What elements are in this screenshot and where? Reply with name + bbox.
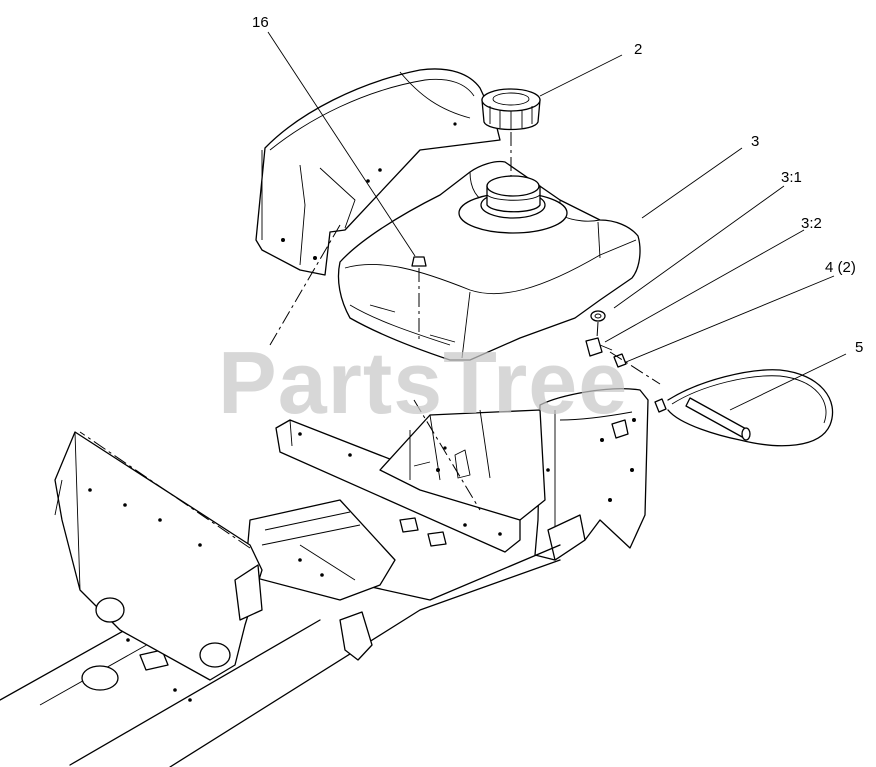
center-frame bbox=[379, 399, 546, 521]
callout-label: 3:2 bbox=[801, 215, 822, 232]
callout-label: 3 bbox=[751, 133, 759, 150]
callout-label: 2 bbox=[634, 41, 642, 58]
callout-labels: 16 2 3 3:1 3:2 4 (2) 5 bbox=[252, 14, 863, 356]
steering-pedestal bbox=[534, 388, 649, 561]
fuel-tank bbox=[337, 160, 641, 361]
hood-cover bbox=[255, 68, 501, 346]
callout-label: 16 bbox=[252, 14, 269, 31]
console-frame bbox=[275, 419, 521, 553]
leader-lines bbox=[267, 31, 847, 411]
bushing-and-fitting bbox=[585, 310, 613, 357]
chassis-frame bbox=[0, 499, 561, 767]
watermark-text: PartsTree bbox=[218, 333, 628, 432]
front-frame-plate bbox=[54, 431, 263, 681]
fuel-cap bbox=[481, 88, 541, 176]
callout-label: 5 bbox=[855, 339, 863, 356]
screw bbox=[411, 256, 427, 340]
callout-label: 4 (2) bbox=[825, 259, 856, 276]
clamps-and-fuel-hose bbox=[609, 351, 834, 447]
callout-label: 3:1 bbox=[781, 169, 802, 186]
